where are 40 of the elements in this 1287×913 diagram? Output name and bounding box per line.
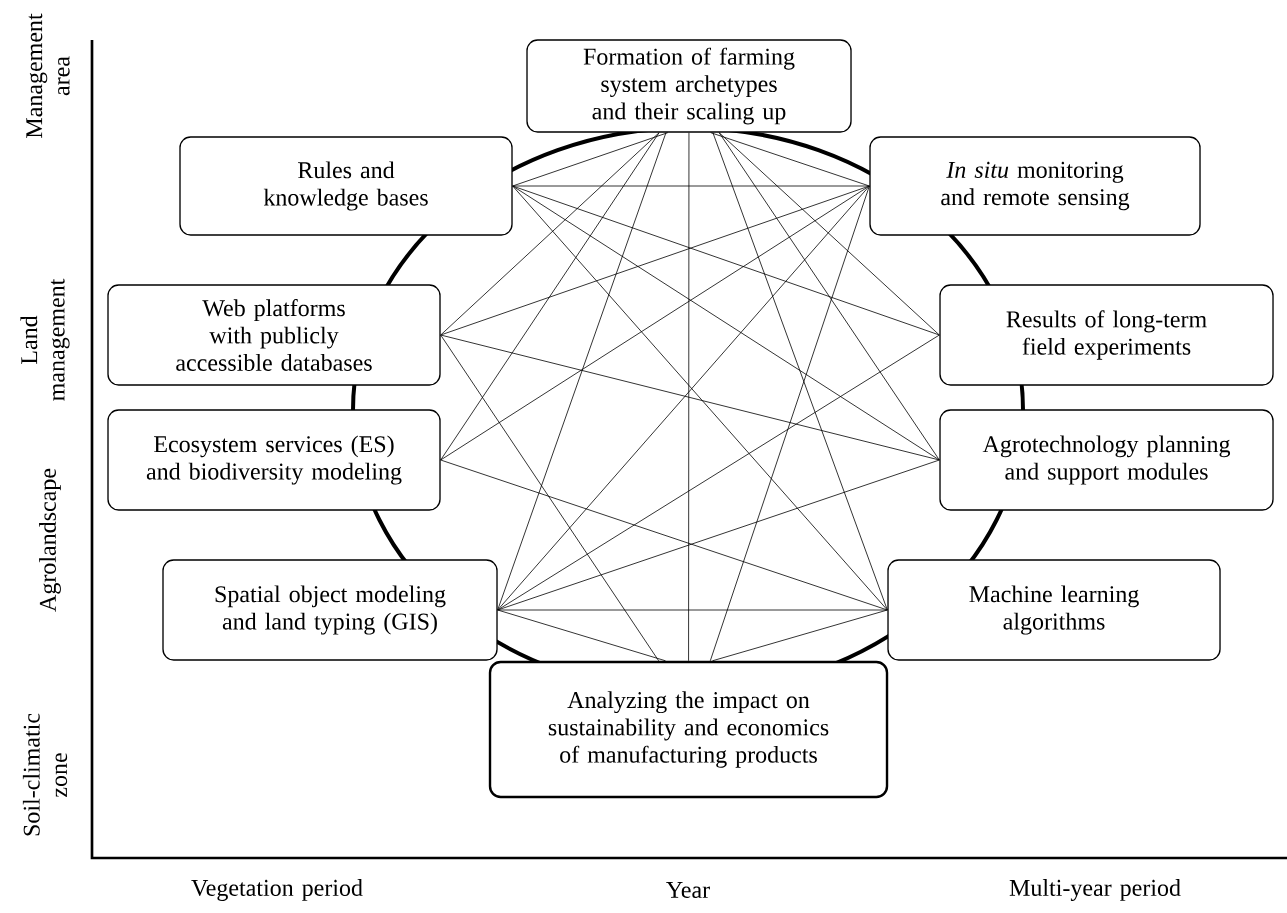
connector-line (440, 334, 940, 461)
connector-line (497, 334, 940, 611)
axis-label: Agrolandscape (39, 468, 61, 612)
axis-label: Soil-climatic zone (22, 713, 68, 836)
process-box: Formation of farming system archetypes and their scaling up (526, 39, 852, 133)
axis-label: Year (666, 882, 710, 898)
connector-line (497, 609, 888, 611)
connector-line (497, 609, 666, 662)
connector-line (512, 185, 870, 187)
axis-label: Management area (26, 13, 70, 138)
connector-line (440, 185, 870, 461)
process-box: Ecosystem services (ES) and biodiversity modeling (107, 409, 441, 511)
connector-line (440, 459, 888, 611)
connector-line (688, 132, 690, 662)
connector-line (718, 132, 940, 461)
connector-line (712, 132, 888, 611)
connector-line (512, 185, 940, 461)
process-box: In situ monitoring and remote sensing (869, 136, 1201, 236)
connector-line (512, 132, 669, 187)
connector-line (512, 185, 940, 336)
connector-line (497, 132, 667, 611)
connector-line (718, 132, 940, 336)
connector-line (497, 459, 940, 611)
process-box: Machine learning algorithms (887, 559, 1221, 661)
connector-line (440, 185, 870, 336)
connector-line (440, 132, 660, 336)
process-box: Results of long-term field experiments (939, 284, 1274, 386)
axis-label: Land management (20, 278, 70, 401)
axis-label: Vegetation period (191, 879, 363, 901)
process-box: Analyzing the impact on sustainability and economics of manufacturing products (488, 660, 889, 799)
process-box: Agrotechnology planning and support modules (939, 409, 1274, 511)
process-box: Web platforms with publicly accessible databases (107, 284, 441, 386)
connector-line (440, 132, 660, 461)
connector-line (710, 132, 870, 187)
connector-line (709, 185, 870, 662)
axis-label: Multi-year period (1009, 879, 1181, 901)
process-box: Rules and knowledge bases (179, 136, 513, 236)
connector-line (440, 334, 660, 662)
process-box: Spatial object modeling and land typing (GIS) (162, 559, 498, 661)
connector-line (712, 609, 888, 662)
